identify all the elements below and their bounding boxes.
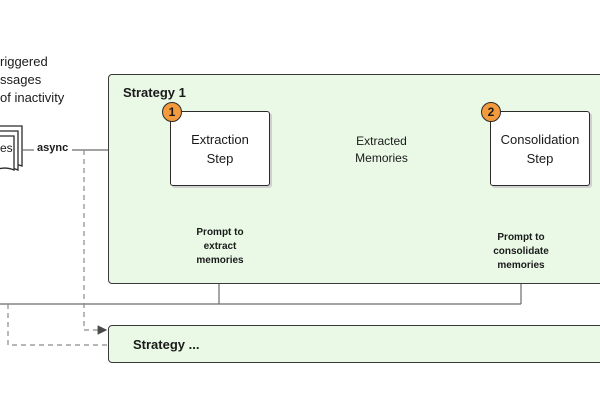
prompt-extract-line-3: memories [196,255,244,266]
extracted-memories-line-2: Memories [355,151,408,165]
prompt-extract-line-1: Prompt to [196,227,244,238]
consolidation-step-line-2: Step [526,150,554,166]
prompt-consolidate-line-2: consolidate [493,246,549,257]
trigger-line-1: riggered [0,54,48,69]
consolidation-step-line-1: Consolidation [500,131,580,147]
prompt-consolidate-label: Prompt to consolidate memories [476,231,566,273]
strategy-more-panel: Strategy ... [108,325,600,363]
prompt-extract-line-2: extract [203,241,237,252]
trigger-text: riggered ssages of inactivity [0,53,64,107]
consolidation-step-badge: 2 [481,102,501,122]
trigger-line-2: ssages [0,72,42,87]
prompt-extract-label: Prompt to extract memories [180,226,260,268]
prompt-consolidate-line-1: Prompt to [497,232,545,243]
strategy-more-title: Strategy ... [133,337,200,352]
extracted-memories-line-1: Extracted [356,134,407,148]
extraction-step-badge: 1 [162,102,182,122]
async-dashed-to-strategy-more [83,150,108,335]
strategy-1-title: Strategy 1 [123,85,186,100]
extracted-memories-label: Extracted Memories [343,133,420,167]
messages-doc-icon [0,125,23,171]
extraction-step-line-1: Extraction [191,131,249,147]
trigger-line-3: of inactivity [0,90,65,105]
prompt-consolidate-line-3: memories [497,260,545,271]
messages-doc-label: es [0,141,13,155]
prompt-dashed-to-strategy-more [7,304,108,346]
async-label: async [36,142,70,154]
extraction-step-line-2: Step [206,150,234,166]
consolidation-step-box: Consolidation Step [490,111,590,186]
extraction-step-box: Extraction Step [170,111,270,186]
